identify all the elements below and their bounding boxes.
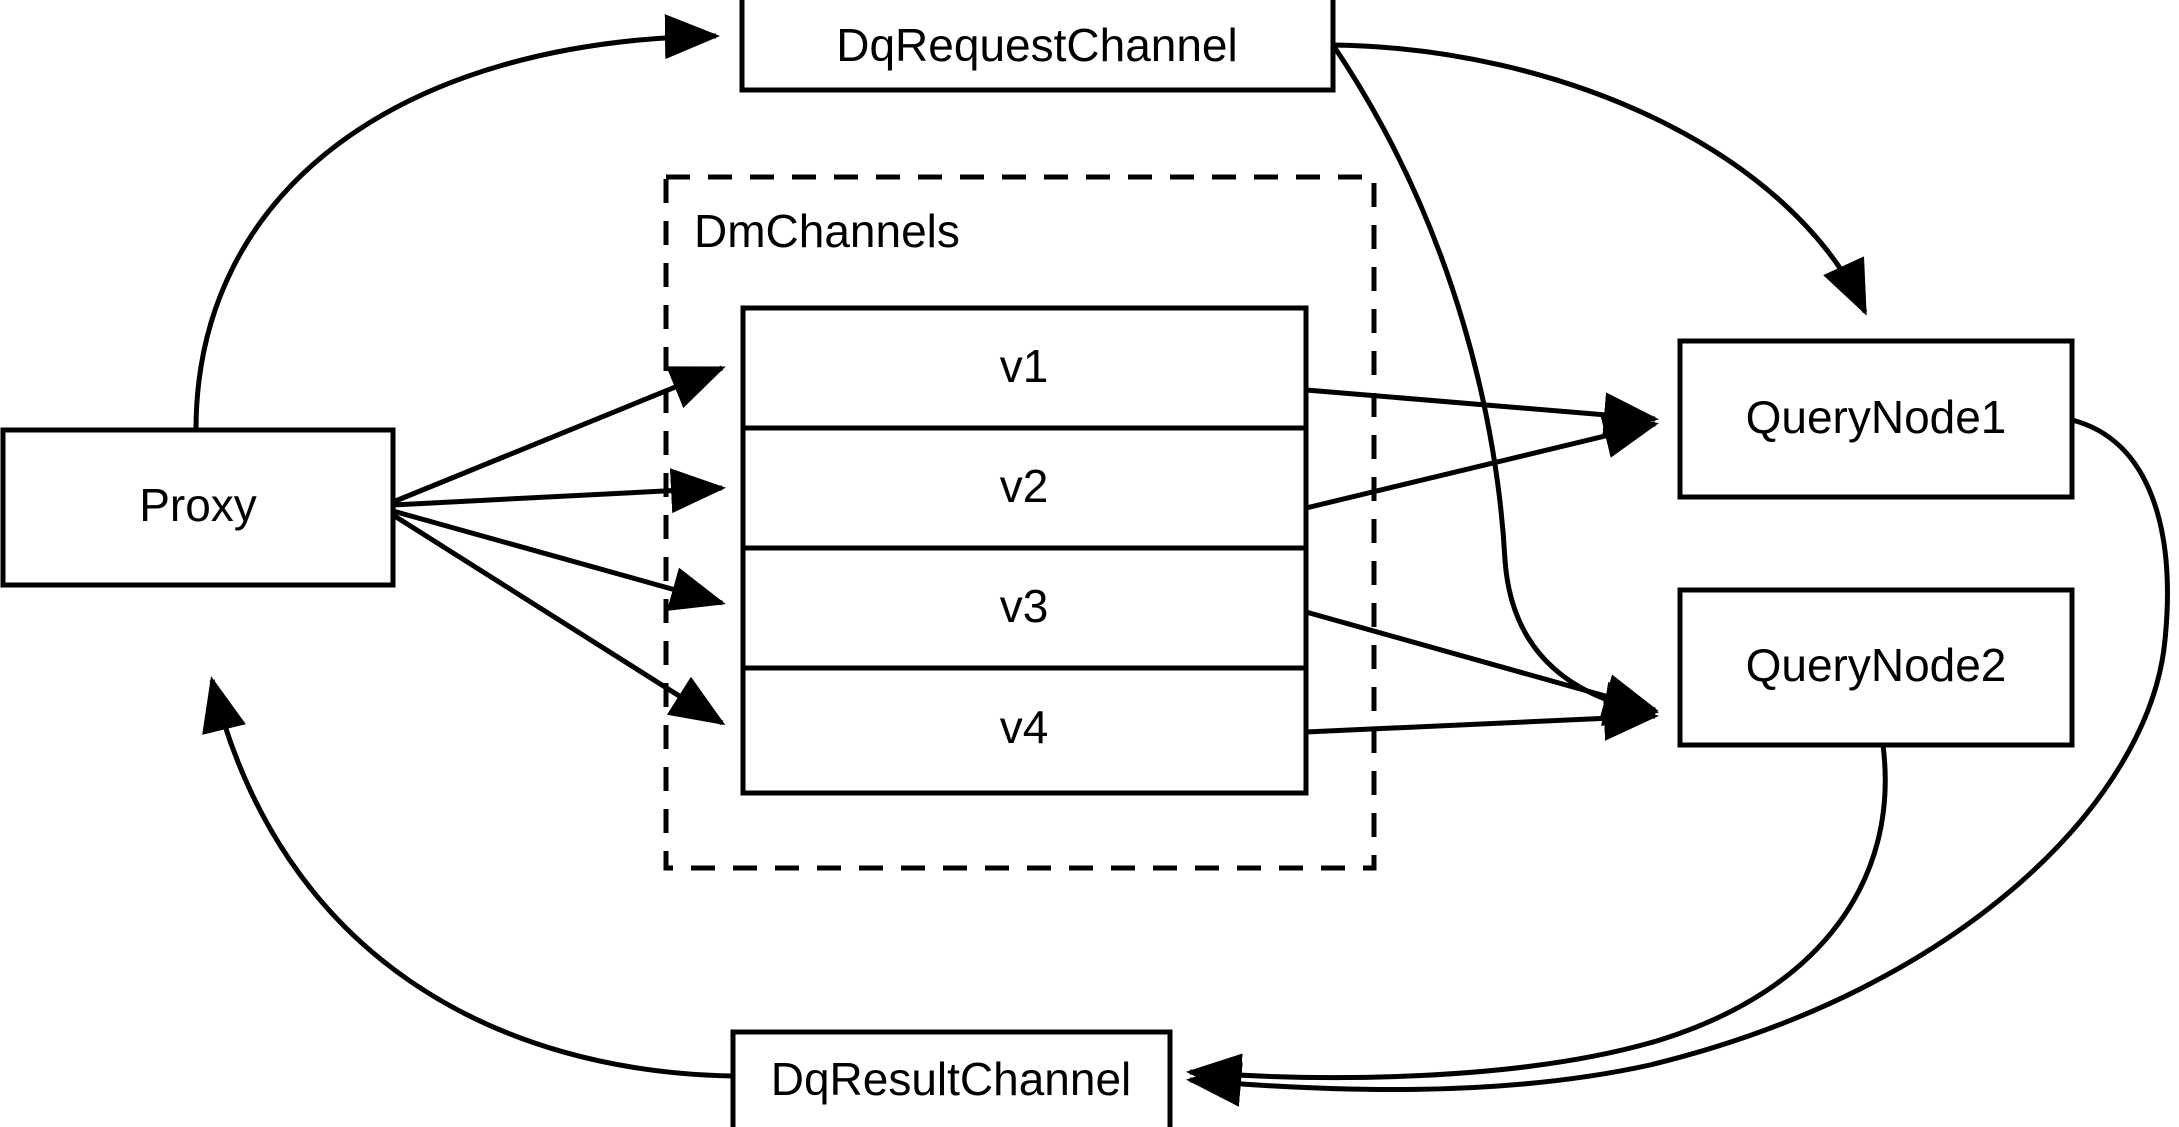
- edge-v3-to-querynode2: [1305, 609, 1659, 718]
- dm-channels-group: [663, 174, 1377, 871]
- node-query-node-2[interactable]: QueryNode2: [1677, 587, 2075, 748]
- edge-v1-to-querynode1: [1305, 387, 1659, 438]
- shard-label-v2: v2: [1000, 460, 1049, 512]
- query-node-2-label: QueryNode2: [1746, 639, 2007, 691]
- edge-dqrequestchannel-to-querynode2: [1330, 43, 1659, 727]
- edge-querynode2-to-dqresultchannel: [1186, 744, 1888, 1099]
- shard-label-v1: v1: [1000, 340, 1049, 392]
- dm-channels-label: DmChannels: [694, 205, 960, 257]
- shard-label-v4: v4: [1000, 701, 1049, 753]
- edge-v2-to-querynode1: [1305, 414, 1659, 511]
- proxy-box[interactable]: [0, 427, 396, 588]
- dq-request-channel-label: DqRequestChannel: [836, 19, 1238, 71]
- proxy-label: Proxy: [139, 479, 257, 531]
- dq-result-channel-label: DqResultChannel: [771, 1053, 1132, 1105]
- dq-request-channel-box[interactable]: [739, 0, 1336, 93]
- node-proxy[interactable]: Proxy: [0, 427, 396, 588]
- query-node-1-label: QueryNode1: [1746, 391, 2007, 443]
- query-node-1-box[interactable]: [1677, 338, 2075, 500]
- shard-stack: v1 v2 v3 v4: [740, 305, 1309, 796]
- edge-proxy-to-v2: [392, 468, 726, 514]
- node-query-node-1[interactable]: QueryNode1: [1677, 338, 2075, 500]
- edge-proxy-to-dqrequestchannel: [193, 14, 720, 431]
- edge-dqrequestchannel-to-querynode1: [1332, 42, 1868, 316]
- edge-proxy-to-v1: [392, 365, 726, 505]
- edge-proxy-to-v4: [391, 512, 726, 726]
- edge-dqresultchannel-to-proxy: [202, 676, 734, 1079]
- edge-querynode1-to-dqresultchannel: [1186, 417, 2170, 1107]
- query-node-2-box[interactable]: [1677, 587, 2075, 748]
- node-dq-request-channel[interactable]: DqRequestChannel: [739, 0, 1336, 93]
- edge-proxy-to-v3: [392, 508, 726, 611]
- edge-v4-to-querynode2: [1305, 695, 1659, 741]
- shard-label-v3: v3: [1000, 580, 1049, 632]
- dq-result-channel-box[interactable]: [730, 1029, 1173, 1127]
- node-dq-result-channel[interactable]: DqResultChannel: [730, 1029, 1173, 1127]
